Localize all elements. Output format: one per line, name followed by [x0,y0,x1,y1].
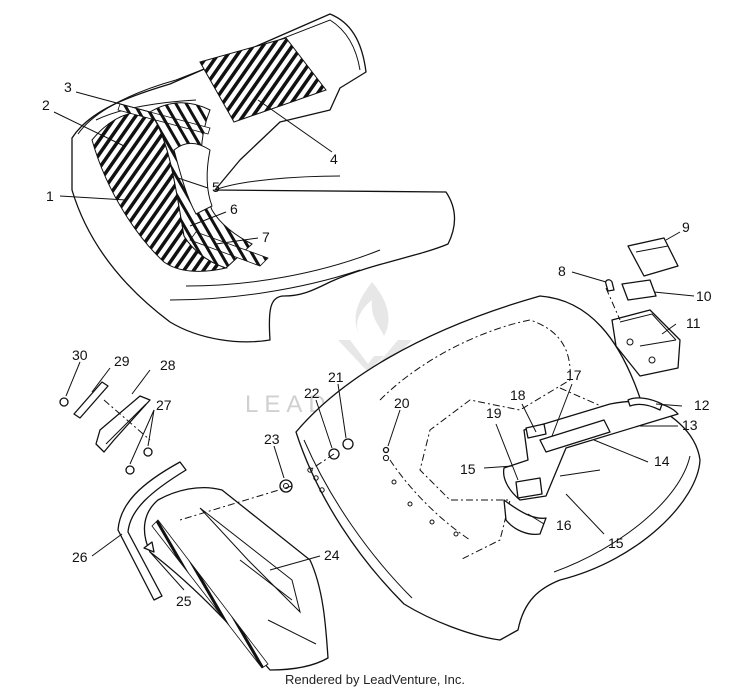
callout-23: 23 [264,431,280,447]
callout-2: 2 [42,97,50,113]
callout-20: 20 [394,395,410,411]
callout-3: 3 [64,79,72,95]
callout-25: 25 [176,593,192,609]
fender-bracket [502,397,679,536]
callout-21: 21 [328,369,344,385]
callout-27: 27 [156,397,172,413]
taillight-assembly [117,461,329,671]
callout-11: 11 [686,315,701,331]
callout-28: 28 [160,357,176,373]
callout-22: 22 [304,385,320,401]
callout-16: 16 [556,517,572,533]
callout-26: 26 [72,549,88,565]
callout-leaders [53,91,695,591]
seat-assembly [71,13,456,343]
callout-30: 30 [72,347,88,363]
callout-7: 7 [262,229,270,245]
callout-29: 29 [114,353,130,369]
footer-credit: Rendered by LeadVenture, Inc. [285,672,465,687]
callout-10: 10 [696,288,712,304]
plate-bracket [59,381,153,475]
callout-17: 17 [566,367,582,383]
callout-5: 5 [212,179,220,195]
callout-8: 8 [558,263,566,279]
callout-18: 18 [510,387,526,403]
callout-13: 13 [682,417,698,433]
callout-14: 14 [654,453,670,469]
callout-12: 12 [694,397,710,413]
callout-6: 6 [230,201,238,217]
callout-1: 1 [46,188,54,204]
battery-box [604,237,681,377]
fasteners [279,438,390,493]
callout-labels: 1 2 3 4 5 6 7 8 9 10 11 12 13 14 15 15 1… [42,79,712,609]
callout-15-lower: 15 [608,535,624,551]
callout-19: 19 [486,405,502,421]
callout-9: 9 [682,219,690,235]
callout-4: 4 [330,151,338,167]
callout-24: 24 [324,547,340,563]
callout-15-upper: 15 [460,461,476,477]
